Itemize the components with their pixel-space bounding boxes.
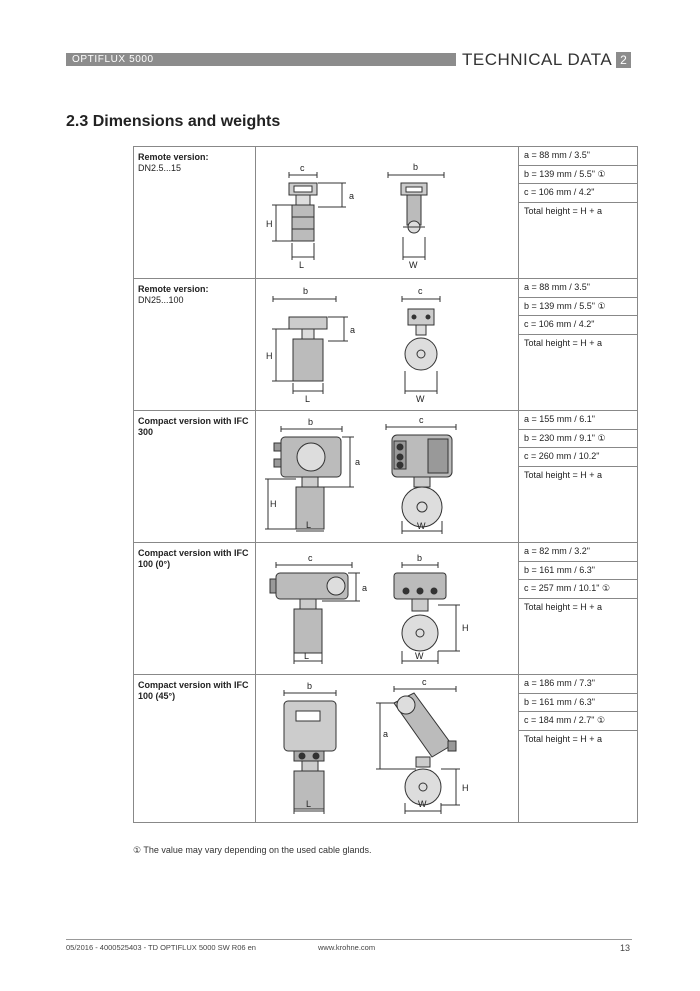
row-label-title: Compact version with IFC 300	[138, 416, 249, 437]
table-row: Compact version with IFC 300	[133, 410, 638, 543]
dim-letter-l: L	[304, 651, 309, 661]
dim-letter-l: L	[299, 260, 304, 270]
dim-letter-a: a	[383, 729, 388, 739]
spec-a: a = 155 mm / 6.1"	[519, 411, 637, 430]
row-label-title: Remote version:	[138, 284, 209, 294]
row-label: Remote version: DN25...100	[133, 278, 256, 411]
dim-letter-c: c	[300, 163, 305, 173]
header-bar	[66, 53, 456, 66]
spec-list: a = 82 mm / 3.2" b = 161 mm / 6.3" c = 2…	[518, 542, 638, 675]
row-label-sub: DN2.5...15	[138, 163, 182, 173]
header-product-name: OPTIFLUX 5000	[72, 54, 154, 65]
section-title: 2.3 Dimensions and weights	[66, 113, 281, 130]
dim-letter-l: L	[306, 799, 311, 809]
row-label-title: Remote version:	[138, 152, 209, 162]
dim-letter-w: W	[409, 260, 418, 270]
spec-a: a = 186 mm / 7.3"	[519, 675, 637, 694]
spec-total-height: Total height = H + a	[524, 733, 603, 744]
dim-letter-c: c	[419, 415, 424, 425]
header-chapter-number: 2	[616, 52, 631, 68]
dim-letter-b: b	[307, 681, 312, 691]
row-label-title: Compact version with IFC 100 (45°)	[138, 680, 249, 701]
dim-letter-a: a	[350, 325, 355, 335]
dim-letter-w: W	[416, 394, 425, 404]
dim-letter-w: W	[418, 799, 427, 809]
dim-letter-c: c	[418, 286, 423, 296]
spec-c: c = 106 mm / 4.2"	[519, 316, 637, 335]
dim-letter-h: H	[266, 351, 273, 361]
table-row: Remote version: DN2.5...15	[133, 146, 638, 279]
spec-b: b = 161 mm / 6.3"	[519, 694, 637, 712]
spec-total-height: Total height = H + a	[524, 469, 603, 480]
footnote: ① The value may vary depending on the us…	[133, 845, 372, 855]
spec-total-height: Total height = H + a	[524, 337, 603, 348]
spec-c: c = 257 mm / 10.1" ①	[519, 580, 637, 599]
spec-list: a = 88 mm / 3.5" b = 139 mm / 5.5" ① c =…	[518, 146, 638, 279]
dimension-drawing: b L c a W H	[255, 674, 519, 823]
dimension-drawing: c a H L b W	[255, 146, 519, 279]
spec-b: b = 161 mm / 6.3"	[519, 562, 637, 580]
footer-rule	[66, 939, 632, 940]
dimension-drawing: b a H L c W	[255, 278, 519, 411]
spec-c: c = 106 mm / 4.2"	[519, 184, 637, 203]
spec-b: b = 139 mm / 5.5" ①	[519, 166, 637, 184]
dim-letter-a: a	[355, 457, 360, 467]
row-label-title: Compact version with IFC 100 (0°)	[138, 548, 249, 569]
spec-b: b = 230 mm / 9.1" ①	[519, 430, 637, 448]
spec-total-height: Total height = H + a	[524, 601, 603, 612]
row-label: Compact version with IFC 300	[133, 410, 256, 543]
footer-website: www.krohne.com	[318, 943, 376, 952]
compact-ifc300-drawing: b a H L c W	[265, 415, 457, 534]
spec-total-height: Total height = H + a	[524, 205, 603, 216]
spec-list: a = 155 mm / 6.1" b = 230 mm / 9.1" ① c …	[518, 410, 638, 543]
dim-letter-b: b	[303, 286, 308, 296]
remote-small-drawing: c a H L b W	[266, 162, 445, 270]
spec-c: c = 184 mm / 2.7" ①	[519, 712, 637, 731]
row-label-sub: DN25...100	[138, 295, 184, 305]
compact-ifc100-45-drawing: b L c a W H	[283, 677, 469, 814]
header-chapter-title: TECHNICAL DATA	[462, 50, 613, 69]
spec-list: a = 88 mm / 3.5" b = 139 mm / 5.5" ① c =…	[518, 278, 638, 411]
dim-letter-a: a	[349, 191, 354, 201]
spec-a: a = 88 mm / 3.5"	[519, 147, 637, 166]
dim-letter-b: b	[413, 162, 418, 172]
dim-letter-h: H	[462, 783, 469, 793]
row-label: Compact version with IFC 100 (0°)	[133, 542, 256, 675]
spec-a: a = 88 mm / 3.5"	[519, 279, 637, 298]
row-label: Remote version: DN2.5...15	[133, 146, 256, 279]
dimension-drawing: b a H L c W	[255, 410, 519, 543]
dim-letter-l: L	[305, 394, 310, 404]
footer-doc-ref: 05/2016 - 4000525403 - TD OPTIFLUX 5000 …	[66, 943, 256, 952]
table-row: Remote version: DN25...100	[133, 278, 638, 411]
dim-letter-c: c	[422, 677, 427, 687]
compact-ifc100-0-drawing: c a L b W H	[269, 553, 469, 664]
dim-letter-a: a	[362, 583, 367, 593]
spec-c: c = 260 mm / 10.2"	[519, 448, 637, 467]
dimensions-table: Remote version: DN2.5...15	[133, 146, 638, 823]
row-label: Compact version with IFC 100 (45°)	[133, 674, 256, 823]
dimension-drawing: c a L b W H	[255, 542, 519, 675]
dim-letter-c: c	[308, 553, 313, 563]
spec-b: b = 139 mm / 5.5" ①	[519, 298, 637, 316]
spec-list: a = 186 mm / 7.3" b = 161 mm / 6.3" c = …	[518, 674, 638, 823]
table-row: Compact version with IFC 100 (45°)	[133, 674, 638, 823]
table-row: Compact version with IFC 100 (0°)	[133, 542, 638, 675]
dim-letter-w: W	[417, 521, 426, 531]
footer-page-number: 13	[620, 943, 631, 953]
dim-letter-l: L	[306, 520, 311, 530]
remote-large-drawing: b a H L c W	[266, 286, 441, 404]
dim-letter-h: H	[266, 219, 273, 229]
spec-a: a = 82 mm / 3.2"	[519, 543, 637, 562]
dim-letter-b: b	[417, 553, 422, 563]
dim-letter-h: H	[462, 623, 469, 633]
dim-letter-b: b	[308, 417, 313, 427]
dim-letter-h: H	[270, 499, 277, 509]
dim-letter-w: W	[415, 651, 424, 661]
